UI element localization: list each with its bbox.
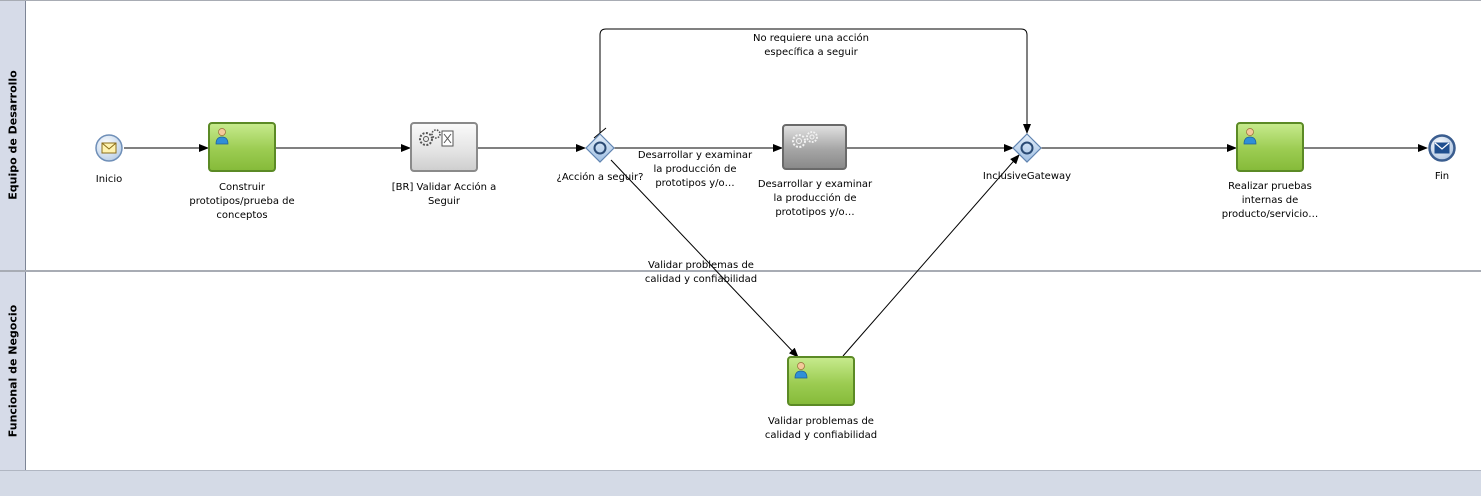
flow-default-bypass[interactable] xyxy=(599,28,1031,134)
task-quality-label: Validar problemas de calidad y confiabil… xyxy=(764,416,878,441)
task-build-prototypes[interactable] xyxy=(208,122,276,172)
user-icon xyxy=(1243,128,1257,145)
task-build-label: Construir prototipos/prueba de conceptos xyxy=(189,182,295,221)
gears-icon xyxy=(792,131,818,148)
flow-label-default: No requiere una acción específica a segu… xyxy=(752,33,869,58)
flow-quality-inclusive[interactable] xyxy=(842,154,1020,357)
task-develop-prototypes[interactable] xyxy=(782,124,847,170)
task-validate-label: [BR] Validar Acción a Seguir xyxy=(391,182,497,207)
envelope-icon xyxy=(101,142,117,154)
lane-separator xyxy=(0,270,1481,272)
task-validate-action[interactable] xyxy=(410,122,478,172)
inclusive-gateway[interactable] xyxy=(1012,133,1042,163)
end-event-label: Fin xyxy=(1434,171,1450,182)
lane-header-equipo-desarrollo[interactable]: Equipo de Desarrollo xyxy=(0,0,26,270)
flow-label-develop: Desarrollar y examinar la producción de … xyxy=(637,150,753,189)
lane-header-funcional-negocio[interactable]: Funcional de Negocio xyxy=(0,272,26,470)
circle-icon xyxy=(593,141,607,155)
end-event[interactable] xyxy=(1427,133,1457,163)
user-icon xyxy=(794,362,808,379)
user-icon xyxy=(215,128,229,145)
decision-gateway[interactable] xyxy=(585,133,615,163)
task-validate-quality[interactable] xyxy=(787,356,855,406)
flow-decision-quality[interactable] xyxy=(610,159,799,358)
task-internal-tests[interactable] xyxy=(1236,122,1304,172)
decision-gateway-label: ¿Acción a seguir? xyxy=(556,172,644,183)
lane-border-top xyxy=(0,0,1481,1)
envelope-icon xyxy=(1434,142,1450,154)
inclusive-gateway-label: InclusiveGateway xyxy=(982,171,1072,182)
task-develop-label: Desarrollar y examinar la producción de … xyxy=(757,179,873,218)
bottom-scroll-bar[interactable] xyxy=(0,470,1481,496)
start-event[interactable] xyxy=(94,133,124,163)
start-event-label: Inicio xyxy=(95,174,123,185)
task-tests-label: Realizar pruebas internas de producto/se… xyxy=(1221,181,1319,220)
gears-icon xyxy=(419,129,454,147)
default-flow-slash xyxy=(593,127,607,139)
circle-icon xyxy=(1020,141,1034,155)
flow-label-quality: Validar problemas de calidad y confiabil… xyxy=(644,260,758,285)
